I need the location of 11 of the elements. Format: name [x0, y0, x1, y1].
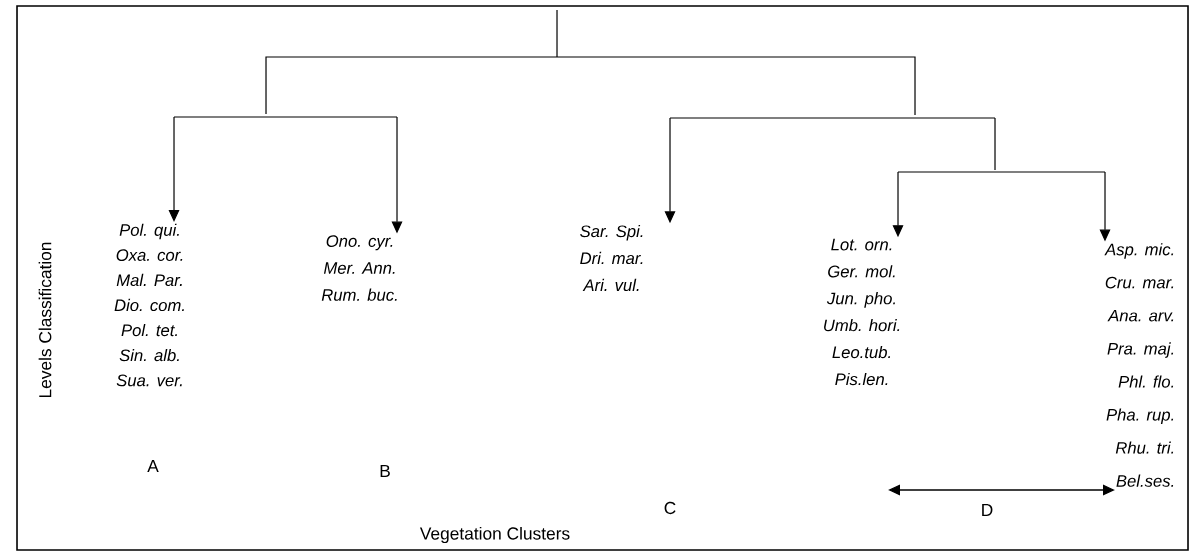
- axis-title: Vegetation Clusters: [419, 526, 570, 544]
- species-list: Lot. orn. Ger. mol. Jun. pho. Umb. hori. Leo.tub. Pis.len.: [824, 238, 900, 386]
- cluster-label: A: [147, 460, 159, 472]
- species-list: Asp. mic. Cru. mar. Ana. arv. Pra. maj. Phl. flo. Pha. rup. Rhu. tri. Bel.ses.: [1104, 243, 1174, 487]
- species-list: Sar. Spi. Dri. mar. Ari. vul.: [580, 224, 643, 292]
- species-list: Ono. cyr. Mer. Ann. Rum. buc.: [321, 235, 397, 301]
- species-list: Pol. qui. Oxa. cor. Mal. Par. Dio. com. Pol. tet. Sin. alb. Sua. ver.: [114, 223, 184, 387]
- cluster-label: C: [664, 501, 676, 515]
- cluster-label: B: [380, 465, 390, 477]
- axis-title: Levels Classification: [38, 242, 52, 398]
- cluster-label: D: [982, 504, 993, 516]
